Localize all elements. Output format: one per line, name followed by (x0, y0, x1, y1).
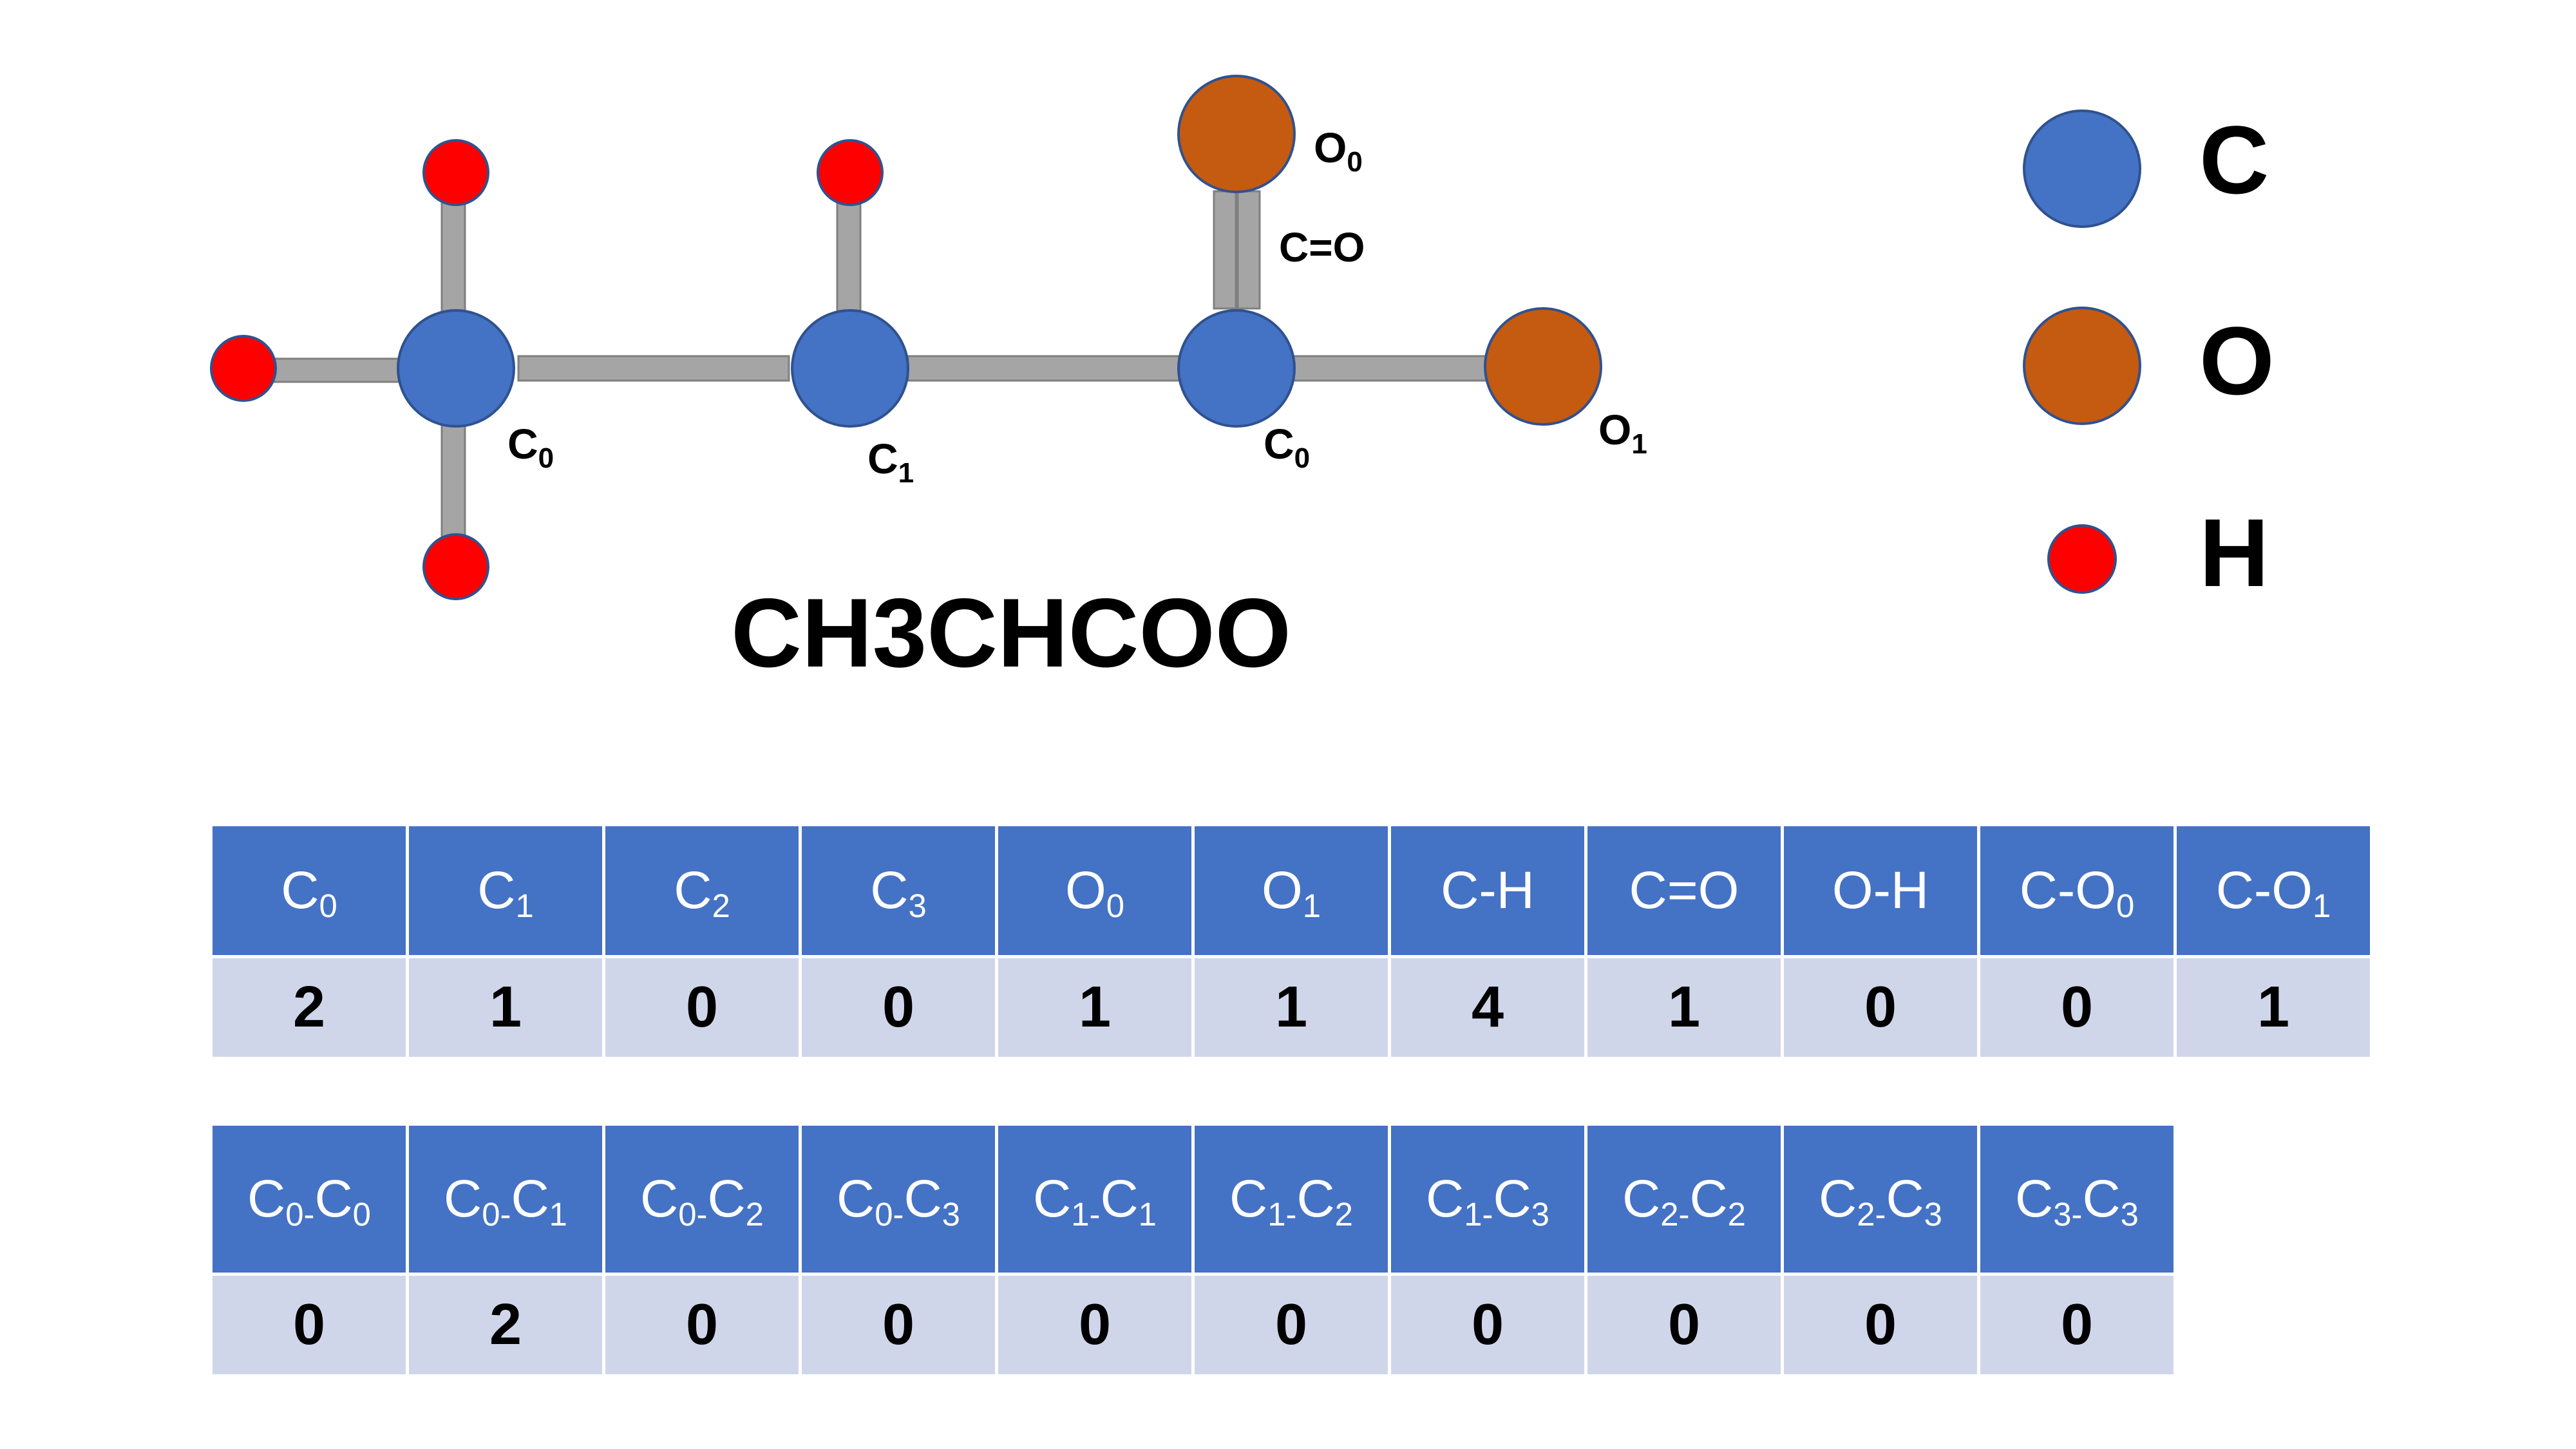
table1-value-cell: 1 (406, 955, 605, 1060)
table2-value-cell: 0 (799, 1273, 998, 1378)
table2-header-cell: C3-C3 (1977, 1122, 2177, 1276)
legend: COH (2023, 106, 2275, 607)
table2-value-cell: 0 (602, 1273, 802, 1378)
table2-value-cell: 0 (1584, 1273, 1784, 1378)
table2-header-cell: C0-C2 (602, 1122, 802, 1276)
table1-header-cell: C0 (209, 823, 409, 958)
legend-label-carbon: C (2199, 106, 2269, 214)
table1-value-cell: 2 (209, 955, 409, 1060)
table2-header-cell: C2-C2 (1584, 1122, 1784, 1276)
hydrogen-atom-1 (422, 139, 489, 206)
table1-header-cell: C2 (602, 823, 802, 958)
carbon-atom-6 (397, 309, 515, 428)
oxygen-atom-4 (1177, 75, 1296, 193)
legend-swatch-oxygen (2023, 307, 2141, 425)
table2-header-cell: C1-C2 (1191, 1122, 1391, 1276)
table1-header-cell: C-H (1388, 823, 1587, 958)
table1-header-cell: C3 (799, 823, 998, 958)
hydrogen-atom-3 (817, 139, 884, 206)
atom-label-3: O0 (1314, 124, 1363, 178)
legend-label-hydrogen: H (2199, 498, 2269, 607)
table1-header-cell: C-O0 (1977, 823, 2177, 958)
hydrogen-atom-2 (422, 533, 489, 600)
table2-header-cell: C0-C0 (209, 1122, 409, 1276)
table2-header-cell: C2-C3 (1781, 1122, 1980, 1276)
table1-value-cell: 0 (1781, 955, 1980, 1060)
table1-header-cell: C=O (1584, 823, 1784, 958)
table2-value-cell: 0 (1781, 1273, 1980, 1378)
table2-header-cell: C0-C3 (799, 1122, 998, 1276)
table1-value-cell: 0 (799, 955, 998, 1060)
table2-value-cell: 0 (209, 1273, 409, 1378)
table1-value-cell: 1 (995, 955, 1195, 1060)
carbon-atom-8 (1177, 309, 1296, 428)
table1-header-cell: C-O1 (2174, 823, 2373, 958)
carbon-atom-7 (791, 309, 909, 428)
table1-value-cell: 0 (1977, 955, 2177, 1060)
table2-value-cell: 0 (1191, 1273, 1391, 1378)
bond-label-c-o-double: C=O (1279, 224, 1365, 270)
bond-5 (907, 355, 1186, 382)
table2-value-cell: 0 (995, 1273, 1195, 1378)
table1-header-cell: O1 (1191, 823, 1391, 958)
table2-header-cell: C0-C1 (406, 1122, 605, 1276)
table1-value-cell: 4 (1388, 955, 1587, 1060)
atom-label-4: O1 (1598, 406, 1647, 460)
table1-value-cell: 1 (1584, 955, 1784, 1060)
bond-3 (517, 355, 790, 382)
table2-value-cell: 0 (1977, 1273, 2177, 1378)
oxygen-atom-5 (1484, 307, 1602, 426)
table1-header-cell: O0 (995, 823, 1195, 958)
table1-header-cell: C1 (406, 823, 605, 958)
bond-6 (1213, 190, 1237, 310)
legend-swatch-hydrogen (2047, 524, 2117, 594)
table2-value-cell: 2 (406, 1273, 605, 1378)
legend-label-oxygen: O (2199, 307, 2275, 415)
bond-4 (836, 192, 862, 323)
legend-swatch-carbon (2023, 109, 2141, 228)
hydrogen-atom-0 (210, 335, 277, 402)
bond-8 (1288, 355, 1490, 382)
bond-7 (1236, 190, 1261, 310)
table1-header-cell: O-H (1781, 823, 1980, 958)
table2-header-cell: C1-C3 (1388, 1122, 1587, 1276)
table1-value-cell: 0 (602, 955, 802, 1060)
atom-label-1: C1 (867, 435, 914, 489)
atoms (210, 75, 1602, 600)
atom-label-2: C0 (1264, 420, 1310, 474)
molecule-formula: CH3CHCOO (731, 578, 1291, 688)
table1-value-cell: 1 (1191, 955, 1391, 1060)
table1-value-cell: 1 (2174, 955, 2373, 1060)
atom-label-0: C0 (507, 420, 554, 474)
table2-header-cell: C1-C1 (995, 1122, 1195, 1276)
table2-value-cell: 0 (1388, 1273, 1587, 1378)
